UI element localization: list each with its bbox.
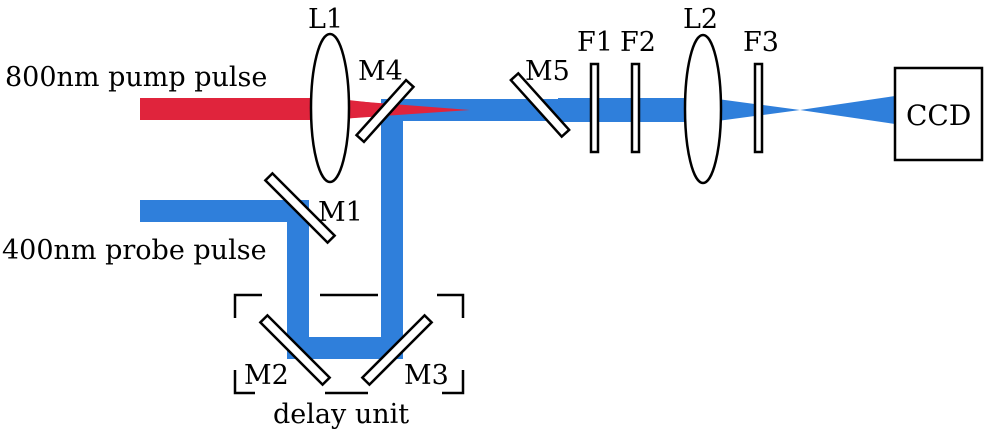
delay-unit-frame: [233, 293, 465, 395]
ccd-label: CCD: [906, 99, 971, 132]
lens-l1: [309, 32, 351, 184]
filter-f3-label: F3: [743, 27, 779, 58]
pump-label: 800nm pump pulse: [5, 62, 267, 93]
mirror-m4-label: M4: [358, 56, 403, 87]
filter-f1: [589, 62, 600, 154]
mirror-m5-label: M5: [525, 56, 570, 87]
ccd-detector: [893, 66, 984, 162]
lens-l2-label: L2: [683, 4, 718, 35]
lens-l2: [683, 33, 723, 185]
probe-beam-combined: [381, 99, 560, 121]
mirror-m5: [509, 71, 571, 139]
delay-unit-label: delay unit: [273, 399, 409, 430]
mirror-m4: [354, 78, 416, 144]
mirror-m2: [258, 313, 332, 387]
filter-f3: [753, 62, 764, 154]
mirror-m1-label: M1: [318, 197, 363, 228]
pump-beam-overlap: [340, 100, 470, 119]
pump-beam-input: [140, 98, 330, 120]
lens-l1-label: L1: [308, 4, 343, 35]
probe-beam-path: [140, 110, 403, 359]
mirror-m1: [263, 171, 337, 245]
mirror-m3: [360, 313, 434, 387]
probe-beam-focus: [710, 96, 895, 124]
mirror-m3-label: M3: [404, 360, 449, 391]
filter-f2: [630, 62, 641, 154]
probe-beam-after-m5: [558, 98, 690, 122]
mirror-m2-label: M2: [244, 360, 289, 391]
probe-label: 400nm probe pulse: [2, 235, 267, 266]
filter-f1-label: F1: [577, 27, 613, 58]
filter-f2-label: F2: [620, 27, 656, 58]
